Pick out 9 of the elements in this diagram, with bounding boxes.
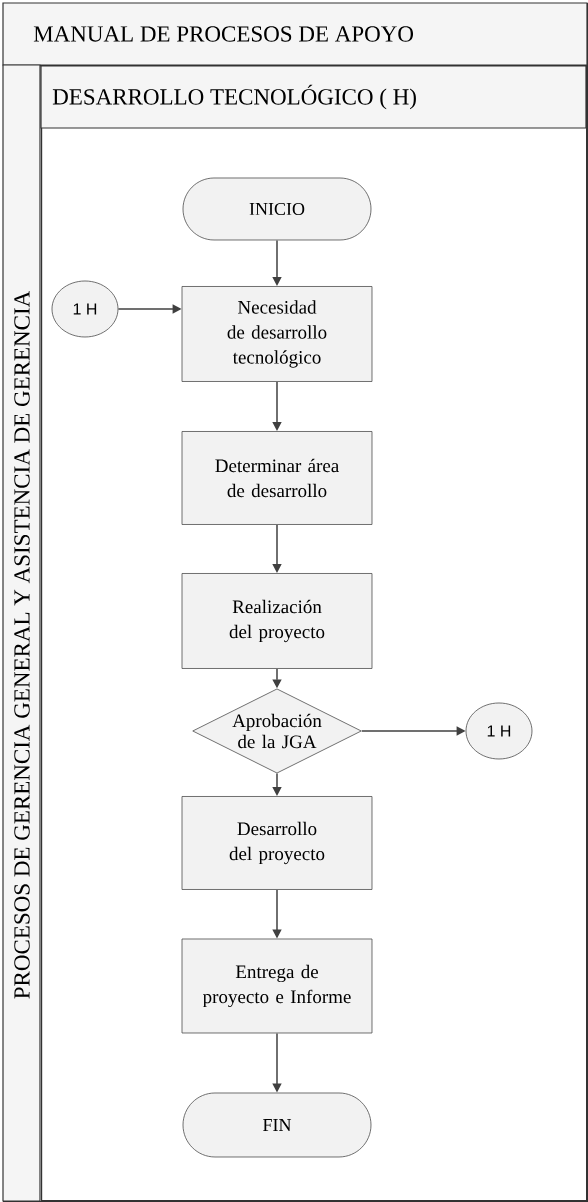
process-box: Determinar área de desarrollo [181,431,373,525]
phase-title: DESARROLLO TECNOLÓGICO ( H) [52,84,416,110]
arrow [272,772,282,796]
process-box: Necesidad de desarrollo tecnológico [181,286,373,382]
process-box: Desarrollo del proyecto [181,796,373,890]
pool-title-text: MANUAL DE PROCESOS DE APOYO [33,26,413,42]
process-box: Entrega de proyecto e Informe [181,938,373,1034]
process-box: Realización del proyecto [181,573,373,669]
lane-title: PROCESOS DE GERENCIA GENERAL Y ASISTENCIA DE GERENCIA [14,290,30,999]
